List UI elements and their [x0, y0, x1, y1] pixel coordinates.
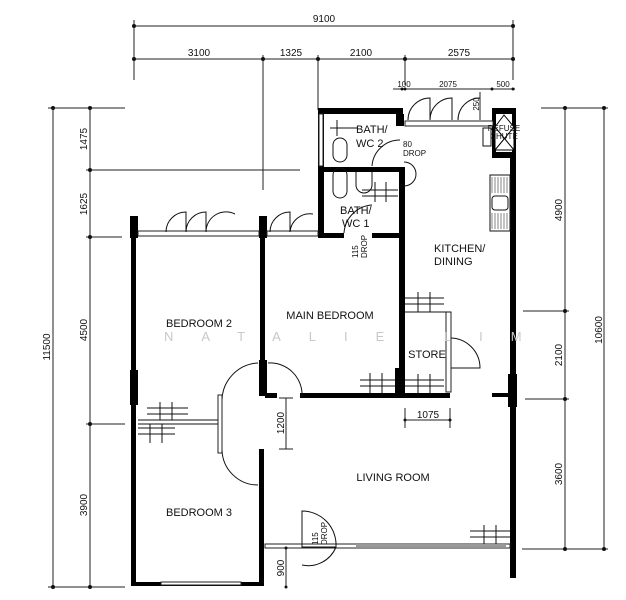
left-dimensions: 11500 1475 1625 4500 3900: [42, 106, 300, 589]
dim-store-1075: 1075: [417, 410, 440, 421]
room-bath-2-line2: WC 2: [356, 138, 384, 150]
refuse-chute-line2: CHUTE: [490, 132, 518, 141]
drop-living-value: 115: [311, 532, 320, 545]
dim-kitchen-500: 500: [496, 80, 510, 89]
dim-chute-250: 250: [472, 97, 481, 111]
room-labels: BEDROOM 2 MAIN BEDROOM BEDROOM 3 LIVING …: [166, 124, 520, 519]
dim-segment-2575: 2575: [448, 48, 471, 59]
dim-total-width: 9100: [313, 14, 336, 25]
drop-bath1-value: 115: [351, 245, 360, 258]
dim-corridor-1200: 1200: [276, 411, 287, 434]
room-bedroom-3: BEDROOM 3: [166, 507, 232, 519]
dim-right-4900: 4900: [554, 198, 565, 221]
top-dimensions: 9100 3100 1325 2100 2575 100 2075 500 25…: [132, 14, 515, 190]
room-kitchen-line1: KITCHEN/: [434, 243, 486, 255]
dim-left-3900: 3900: [79, 493, 90, 516]
doors: [138, 97, 481, 567]
room-main-bedroom: MAIN BEDROOM: [286, 310, 373, 322]
room-store: STORE: [408, 349, 446, 361]
dim-left-1475: 1475: [79, 127, 90, 150]
room-bedroom-2: BEDROOM 2: [166, 318, 232, 330]
drop-bath1-label: DROP: [360, 235, 369, 258]
room-bath-1-line2: WC 1: [342, 218, 370, 230]
dim-right-total: 10600: [594, 316, 605, 344]
dim-entrance-900: 900: [276, 559, 287, 576]
windows: [137, 113, 511, 586]
right-dimensions: 10600 4900 2100 3600: [522, 106, 608, 551]
dim-kitchen-2075: 2075: [439, 80, 457, 89]
drop-labels: 80 DROP 115 DROP 115 DROP: [311, 140, 426, 545]
dim-segment-2100: 2100: [350, 48, 373, 59]
dim-segment-1325: 1325: [280, 48, 303, 59]
grilles: [138, 120, 510, 544]
dim-right-3600: 3600: [554, 462, 565, 485]
room-bath-2-line1: BATH/: [356, 124, 389, 136]
fixtures: [332, 114, 515, 232]
watermark: NATALIE LIM: [164, 329, 550, 344]
dim-kitchen-100: 100: [397, 80, 411, 89]
dim-bedroom2-width: 3100: [188, 48, 211, 59]
drop-bath2-label: DROP: [403, 149, 426, 158]
refuse-chute-icon: [494, 114, 515, 152]
inner-dimensions: 1075 1200 900: [276, 397, 452, 589]
room-living-room: LIVING ROOM: [356, 472, 429, 484]
drop-living-label: DROP: [320, 522, 329, 545]
dim-right-2100: 2100: [554, 343, 565, 366]
dim-left-4500: 4500: [79, 318, 90, 341]
room-bath-1-line1: BATH/: [340, 205, 373, 217]
refuse-chute-line1: REFUSE: [488, 124, 520, 133]
dim-left-1625: 1625: [79, 192, 90, 215]
room-kitchen-line2: DINING: [434, 256, 473, 268]
dim-total-height: 11500: [42, 333, 53, 361]
drop-bath2-value: 80: [403, 140, 412, 149]
